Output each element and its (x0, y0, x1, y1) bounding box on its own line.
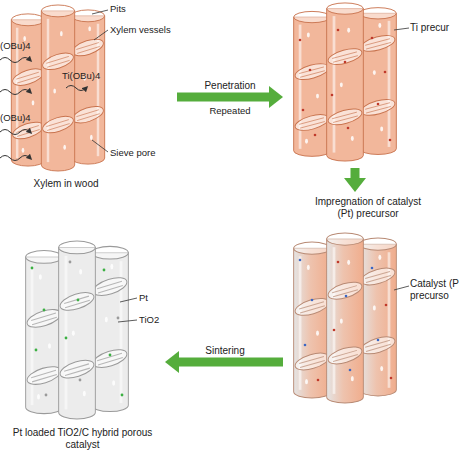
panel-caption: Pt loaded TiO2/C hybrid porous catalyst (10, 427, 155, 451)
catalyst-dots (299, 259, 393, 382)
xylem-vessels (26, 241, 129, 419)
callout-label: Ti(OBu)4 (62, 70, 110, 82)
leader-line (394, 286, 409, 290)
panel-caption: Xylem in wood (11, 178, 121, 190)
xylem-vessels (11, 5, 105, 171)
callout-label: Pt (139, 292, 169, 304)
xylem-vessels (294, 233, 397, 403)
catalyst-particles (31, 261, 124, 397)
callout-label: (OBu)4 (0, 112, 40, 124)
arrow-label: Sintering (180, 345, 270, 357)
xylem-panel: Ti precur (283, 0, 474, 168)
callout-label: (OBu)4 (0, 40, 40, 52)
callout-label: Ti precur (410, 22, 474, 34)
process-arrow (177, 93, 269, 102)
leader-lines (118, 298, 137, 322)
precursor-dots (299, 29, 392, 142)
callout-label: Sieve pore (110, 147, 170, 159)
arrow-label: Impregnation of catalyst (Pt) precursor (312, 196, 424, 220)
process-arrow (351, 168, 360, 178)
leader-line (394, 28, 409, 30)
callout-label: Xylem vessels (110, 24, 176, 36)
xylem-panel: Catalyst (P precurso (283, 192, 474, 410)
arrow-label: Penetration (180, 80, 280, 92)
callout-label: Catalyst (P precurso (410, 278, 472, 302)
xylem-vessels (294, 3, 397, 161)
callout-label: Repeated (180, 105, 280, 117)
process-arrow (179, 358, 283, 367)
callout-label: TiO2 (139, 314, 169, 326)
callout-label: Pits (110, 3, 150, 15)
xylem-panel: Pt loaded TiO2/C hybrid porous catalyst (5, 235, 165, 465)
